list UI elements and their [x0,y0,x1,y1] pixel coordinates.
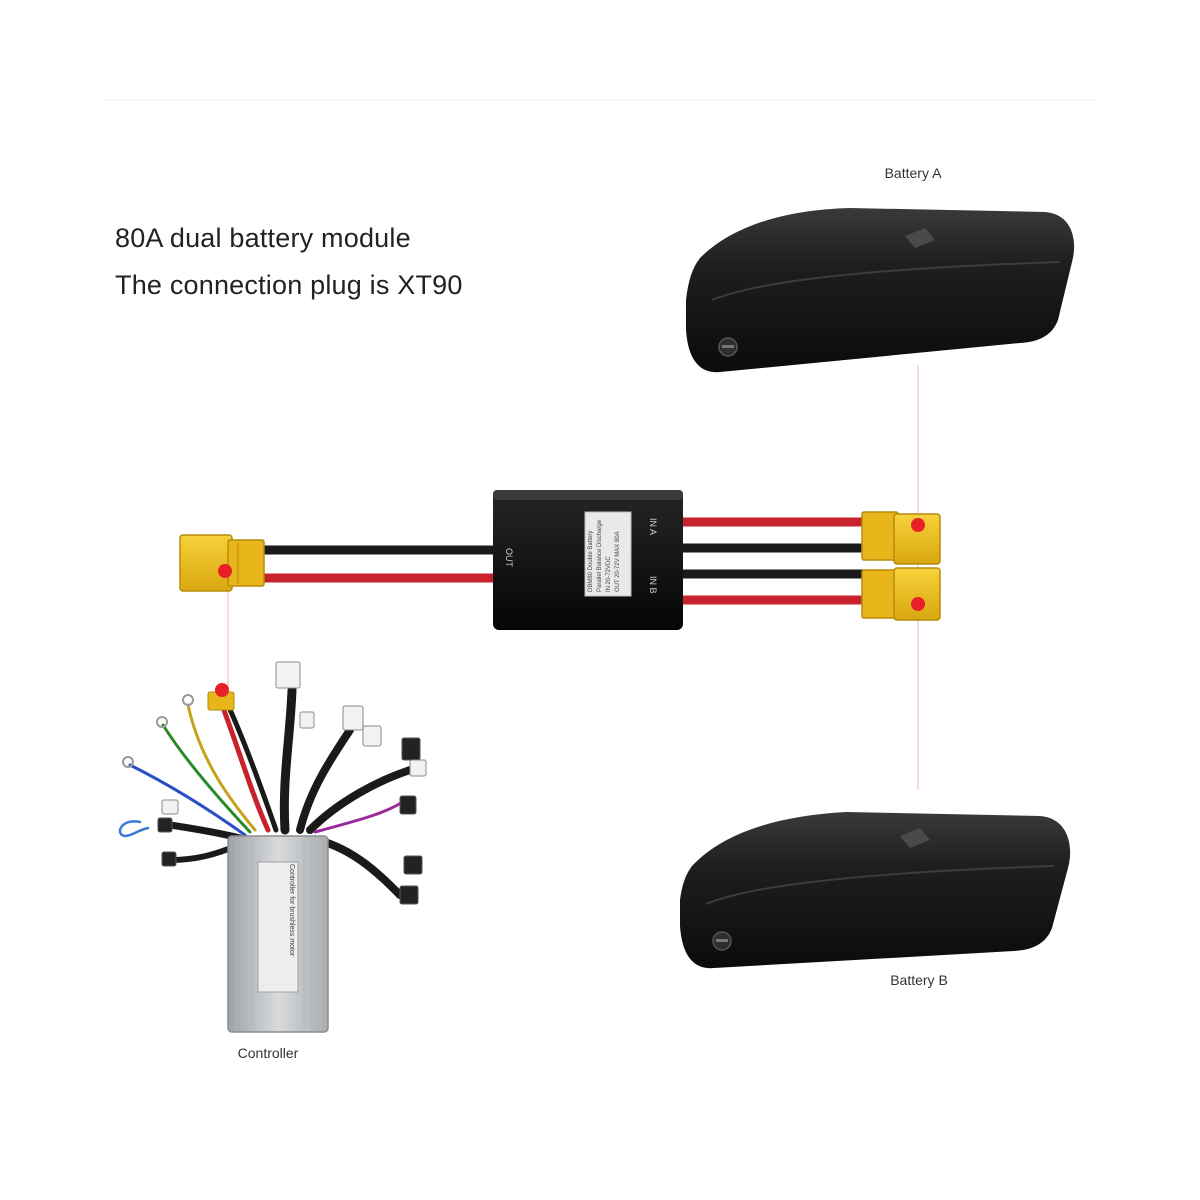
xt90-connector-in-a [861,511,941,565]
battery-b-keyhole [716,939,728,942]
harness-wire-power-red [217,697,271,833]
sticker-line-3: IN 20-72VDC [606,556,612,592]
harness-sheath-sensor [314,836,404,899]
xt90-connector-out [179,534,265,592]
ring-terminal-1 [182,694,194,706]
battery-b-body [680,812,1071,969]
plug-display [275,661,301,689]
module-top-edge [493,490,683,500]
red-dot-marker-controller [215,683,229,697]
battery-b-seam [705,865,1055,905]
plug-black-3 [403,855,423,875]
battery-a-keyhole [722,345,734,348]
harness-loop-blue [118,820,150,838]
battery-a-seam [711,261,1061,301]
out-wires [262,545,495,583]
xt90-b-boot [861,569,899,619]
harness-wire-green [161,723,252,834]
controller-harness [118,685,414,899]
plug-black-2 [399,795,417,815]
dual-battery-module: DBM80 Double Battery Parallel Balance Di… [493,490,683,630]
harness-sheath-brake [306,766,414,834]
plug-black-1 [401,737,421,761]
plug-ebrake [362,725,382,747]
plug-black-4 [399,885,419,905]
battery-a-logo-icon [905,228,935,248]
harness-sheath-throttle [296,726,354,834]
red-dot-marker-a [911,518,925,532]
port-a-label: IN A [648,518,658,535]
harness-wire-yellow [186,703,257,832]
ring-terminal-2 [156,716,168,728]
red-dot-marker-b [911,597,925,611]
plug-black-6 [161,851,177,867]
controller-plate-text: Controller for brushless motor [288,864,295,957]
battery-a-body [686,208,1075,373]
sticker-line-4: OUT 20-72V MAX 80A [615,531,621,592]
port-b-label: IN B [648,576,658,594]
plug-white-far-left [161,799,179,815]
red-dot-marker-out [218,564,232,578]
headline-line-2: The connection plug is XT90 [115,270,463,300]
brushless-controller: Controller for brushless motor [227,835,329,1033]
ring-terminal-3 [122,756,134,768]
battery-b [680,812,1071,969]
xt90-a-boot [861,511,899,561]
module-sticker [584,511,632,597]
controller-fins [235,840,321,1028]
plug-white-small [409,759,427,777]
harness-wire-power-black [225,702,279,833]
controller-label: Controller [237,1045,299,1061]
battery-a [686,208,1075,373]
port-out-label: OUT [504,548,514,568]
xt90-a-housing [893,513,941,565]
plug-white-left [299,711,315,729]
xt90-connector-in-b [861,567,941,621]
sticker-line-1: DBM80 Double Battery [588,531,594,592]
sticker-line-2: Parallel Balance Discharge [597,519,603,592]
plug-throttle [342,705,364,731]
harness-wire-blue [128,763,247,837]
battery-b-logo-icon [900,828,930,848]
battery-a-label: Battery A [884,165,942,181]
xt90-out-boot [227,539,265,587]
harness-plugs [122,661,427,905]
in-wires [680,517,868,605]
battery-b-label: Battery B [890,972,948,988]
headline-line-1: 80A dual battery module [115,223,411,253]
plug-black-5 [157,817,173,833]
xt90-b-housing [893,567,941,621]
xt90-out-housing [179,534,233,592]
controller-plate [257,861,299,993]
harness-sheath-display [279,685,297,835]
